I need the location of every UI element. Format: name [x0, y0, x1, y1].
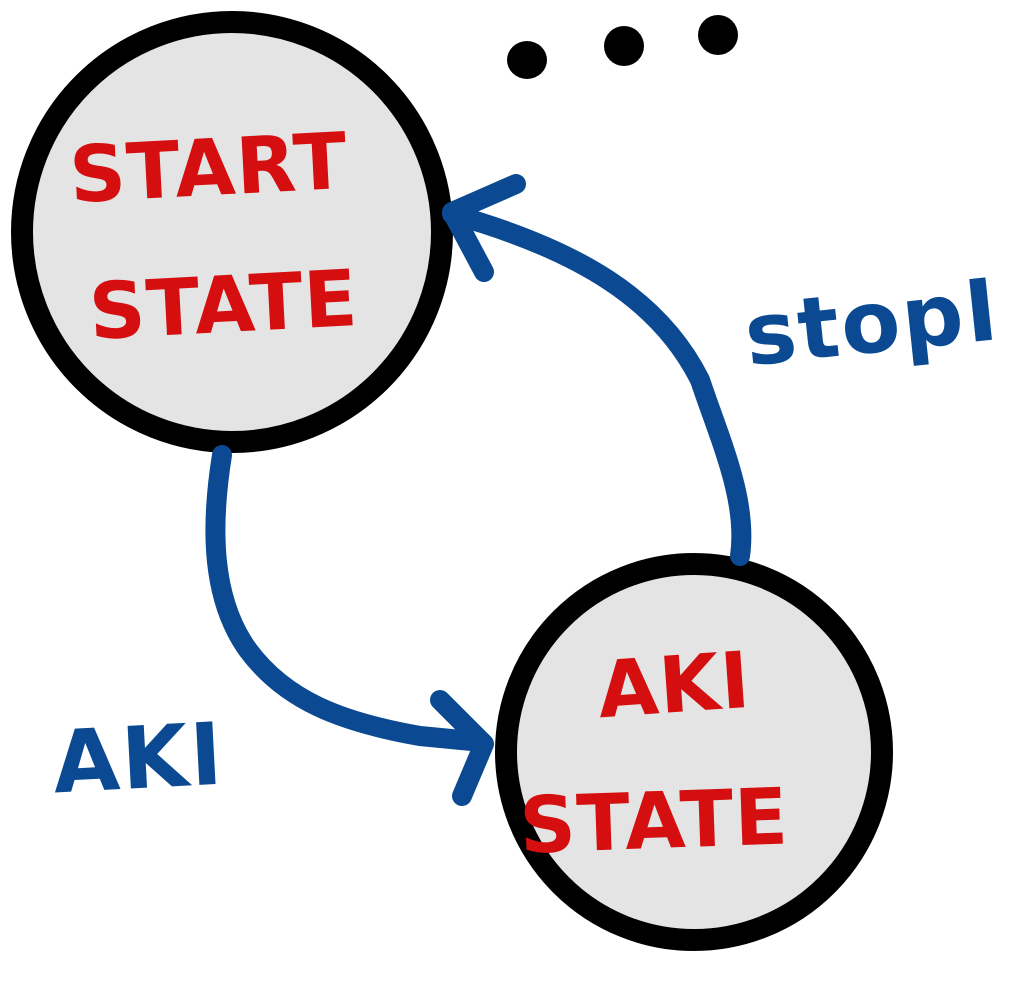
- start-state-label-line1: START: [67, 117, 350, 221]
- aki-state-label-line1: AKI: [595, 636, 754, 736]
- edge-start-to-aki[interactable]: AKI: [50, 445, 494, 814]
- edge-aki-to-start-arrowhead: [442, 174, 526, 282]
- aki-state-node[interactable]: AKI STATE: [495, 553, 893, 951]
- start-state-circle: [11, 11, 453, 453]
- ellipsis-dot-1: [507, 41, 547, 79]
- edge-aki-to-start[interactable]: stopI: [442, 174, 1004, 566]
- edge-start-to-aki-line: [205, 445, 492, 752]
- ellipsis-icon: [507, 15, 738, 79]
- aki-state-label-line2: STATE: [518, 772, 790, 871]
- edge-aki-to-start-line: [442, 204, 752, 566]
- edge-start-to-aki-label: AKI: [50, 705, 226, 814]
- edge-aki-to-start-label: stopI: [740, 260, 1004, 386]
- ellipsis-dot-3: [698, 15, 738, 55]
- edge-start-to-aki-arrowhead: [430, 690, 494, 806]
- start-state-label-line2: STATE: [87, 254, 360, 358]
- start-state-node[interactable]: START STATE: [11, 11, 453, 453]
- ellipsis-dot-2: [604, 26, 644, 66]
- aki-state-circle: [495, 553, 893, 951]
